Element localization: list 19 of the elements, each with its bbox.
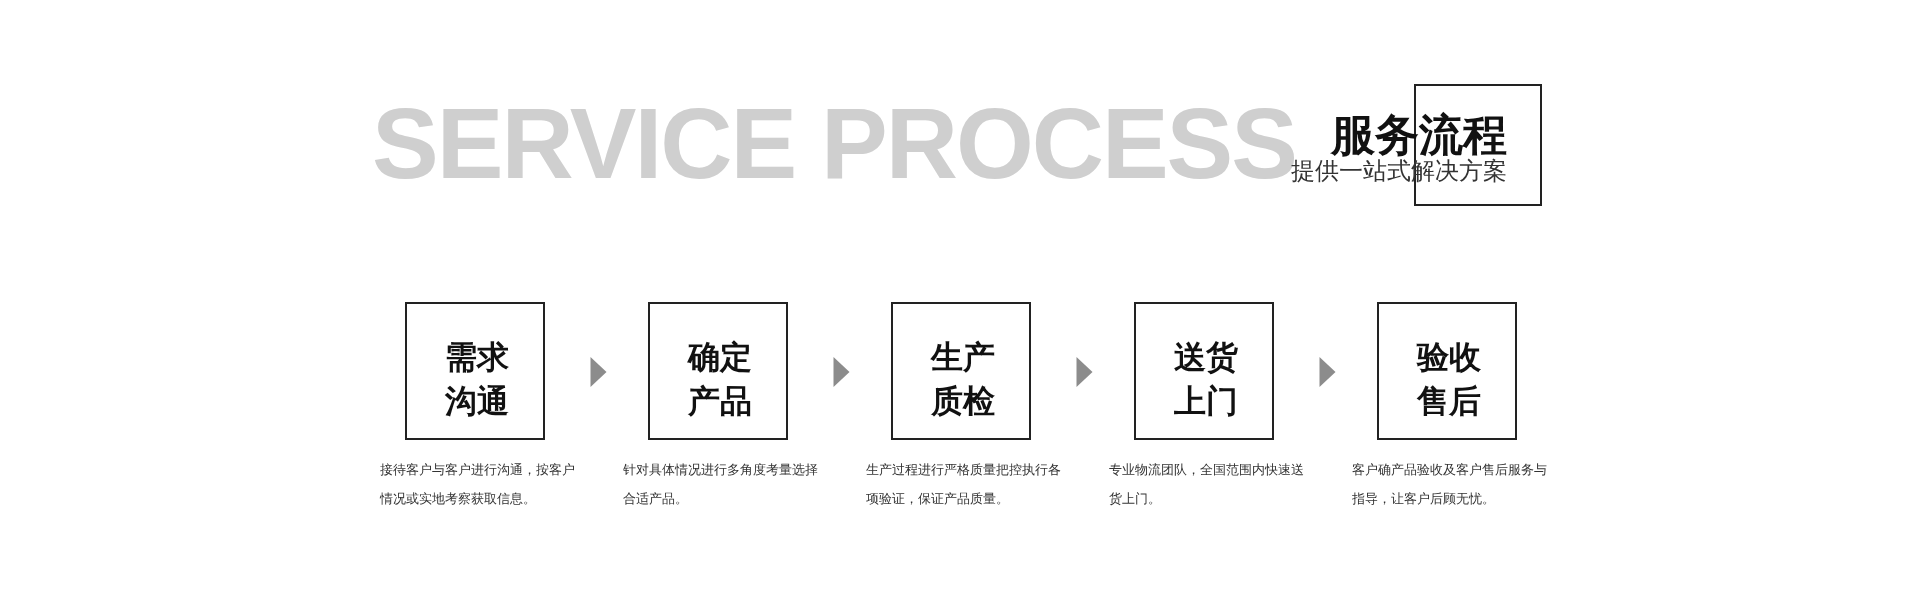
step-box [405,302,545,440]
arrow [833,357,850,387]
step-box [1377,302,1517,440]
step-box [891,302,1031,440]
arrow [1076,357,1093,387]
step-description: 客户确产品验收及客户售后服务与指导，让客户后顾无忧。 [1352,461,1548,508]
step-title: 确定产品 [688,337,752,422]
step-title: 送货上门 [1174,337,1238,422]
arrow [1319,357,1336,387]
step-title: 生产质检 [931,337,995,422]
arrow [590,357,607,387]
step-box [648,302,788,440]
step-title: 需求沟通 [445,337,509,422]
step-title: 验收售后 [1417,337,1481,422]
step-box [1134,302,1274,440]
step-description: 针对具体情况进行多角度考量选择合适产品。 [623,461,819,508]
step-description: 专业物流团队，全国范围内快速送货上门。 [1109,461,1305,508]
step-description: 接待客户与客户进行沟通，按客户情况或实地考察获取信息。 [380,461,576,508]
step-description: 生产过程进行严格质量把控执行各项验证，保证产品质量。 [866,461,1062,508]
